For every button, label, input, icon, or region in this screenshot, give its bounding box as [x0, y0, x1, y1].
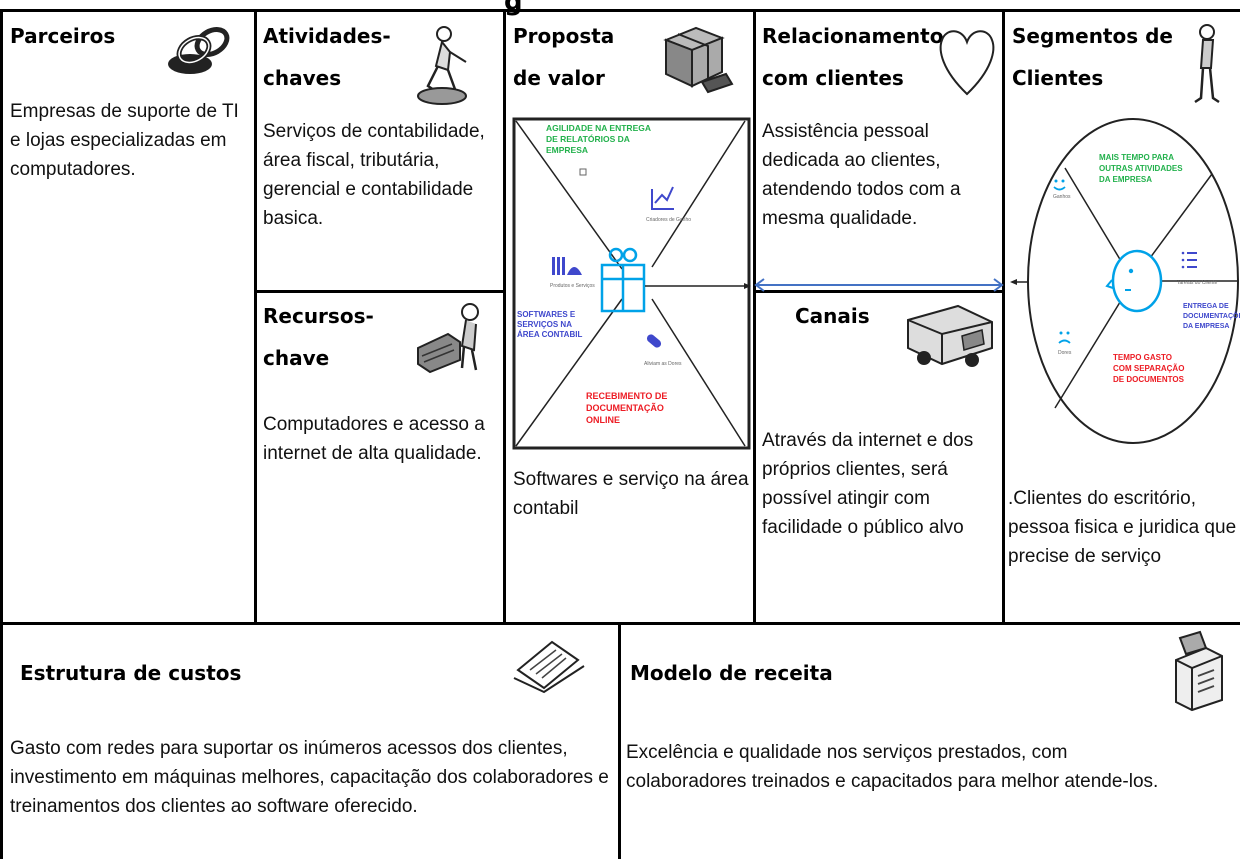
- cp-pain-label-3: DE DOCUMENTOS: [1113, 375, 1185, 384]
- receita-title: Modelo de receita: [630, 661, 833, 685]
- customer-profile-diagram: MAIS TEMPO PARA OUTRAS ATIVIDADES DA EMP…: [1027, 118, 1240, 444]
- cp-task-label-1: ENTREGA DE: [1183, 303, 1229, 310]
- grid-recursos-top: [254, 290, 506, 293]
- vp-left-label-3: ÁREA CONTABIL: [517, 330, 582, 339]
- cp-caption-gain: Ganhos: [1053, 194, 1071, 200]
- value-proposition-diagram: AGILIDADE NA ENTREGA DE RELATÓRIOS DA EM…: [512, 117, 751, 450]
- cp-caption-pain: Dores: [1058, 350, 1072, 356]
- pill-icon: [646, 334, 662, 348]
- products-icon: [552, 257, 582, 275]
- canais-body: Através da internet e dos próprios clien…: [762, 430, 974, 538]
- gift-package-icon: [663, 26, 734, 94]
- parceiros-body: Empresas de suporte de TI e lojas especi…: [10, 101, 239, 180]
- grid-divider-bottom: [618, 622, 621, 859]
- atividades-title-line1: Atividades-: [263, 24, 391, 48]
- segmentos-body: .Clientes do escritório, pessoa fisica e…: [1008, 488, 1237, 567]
- relacionamento-title-line2: com clientes: [762, 66, 904, 90]
- segmentos-title-line1: Segmentos de: [1012, 24, 1173, 48]
- grid-divider-1: [254, 9, 257, 624]
- grid-top-border: [0, 9, 1240, 12]
- proposta-body: Softwares e serviço na área contabil: [513, 469, 749, 519]
- segmentos-title-line2: Clientes: [1012, 66, 1104, 90]
- custos-body: Gasto com redes para suportar os inúmero…: [10, 738, 609, 817]
- factory-worker-icon: [417, 303, 479, 374]
- sad-face-icon: [1058, 331, 1071, 344]
- cp-gain-label-2: OUTRAS ATIVIDADES: [1099, 164, 1183, 173]
- proposta-title-line2: de valor: [513, 66, 605, 90]
- vp-caption-pain: Aliviam as Dores: [644, 361, 682, 367]
- grid-divider-4: [1002, 9, 1005, 624]
- cp-gain-label-3: DA EMPRESA: [1099, 175, 1152, 184]
- custos-title: Estrutura de custos: [20, 661, 242, 685]
- cash-register-icon: [1175, 630, 1223, 712]
- vp-bottom-label-2: DOCUMENTAÇÃO: [586, 403, 664, 413]
- linked-rings-icon: [168, 27, 230, 74]
- receipt-icon: [513, 640, 585, 694]
- vp-caption-gain: Criadores de Ganho: [646, 217, 691, 223]
- vp-left-label-1: SOFTWARES E: [517, 310, 576, 319]
- grid-canais-top: [753, 290, 1005, 293]
- receita-body: Excelência e qualidade nos serviços pres…: [626, 742, 1159, 792]
- fit-arrows: [754, 278, 1036, 292]
- canais-title: Canais: [795, 304, 870, 328]
- recursos-title-line2: chave: [263, 346, 330, 370]
- standing-person-icon: [1194, 24, 1220, 104]
- gift-icon: [600, 247, 646, 313]
- heart-icon: [939, 30, 995, 96]
- cp-pain-label-1: TEMPO GASTO: [1113, 353, 1172, 362]
- grid-divider-2: [503, 9, 506, 624]
- recursos-body: Computadores e acesso a internet de alta…: [263, 414, 485, 464]
- growth-chart-icon: [651, 186, 674, 210]
- worker-icon: [417, 26, 467, 105]
- customer-face-icon: [1105, 249, 1163, 313]
- grid-divider-3: [753, 9, 756, 624]
- gift-arrow: [645, 283, 751, 289]
- task-list-icon: [1181, 251, 1197, 269]
- vp-left-label-2: SERVIÇOS NA: [517, 320, 572, 329]
- parceiros-title: Parceiros: [10, 24, 116, 48]
- vp-top-label-2: DE RELATÓRIOS DA: [546, 133, 630, 144]
- vp-top-label-3: EMPRESA: [546, 145, 588, 155]
- vp-bottom-label-1: RECEBIMENTO DE: [586, 391, 667, 401]
- vp-bottom-label-3: ONLINE: [586, 415, 620, 425]
- cp-gain-label-1: MAIS TEMPO PARA: [1099, 153, 1174, 162]
- cp-caption-task: Tarefas do Cliente: [1177, 280, 1218, 286]
- cp-task-label-3: DA EMPRESA: [1183, 323, 1229, 330]
- relacionamento-body: Assistência pessoal dedicada ao clientes…: [762, 121, 961, 229]
- atividades-body: Serviços de contabilidade, área fiscal, …: [263, 121, 485, 229]
- canvas-title-fragment: g: [504, 0, 523, 20]
- proposta-title-line1: Proposta: [513, 24, 615, 48]
- grid-left-border: [0, 9, 3, 859]
- recursos-title-line1: Recursos-: [263, 304, 374, 328]
- atividades-title-line2: chaves: [263, 66, 342, 90]
- cp-pain-label-2: COM SEPARAÇÃO: [1113, 364, 1184, 373]
- vp-top-label-1: AGILIDADE NA ENTREGA: [546, 123, 651, 133]
- cp-task-label-2: DOCUMENTAÇÕES: [1183, 311, 1240, 320]
- vp-caption-products: Produtos e Serviços: [550, 283, 595, 289]
- relacionamento-title-line1: Relacionamento: [762, 24, 944, 48]
- smiley-icon: [1053, 179, 1066, 191]
- truck-icon: [907, 304, 993, 367]
